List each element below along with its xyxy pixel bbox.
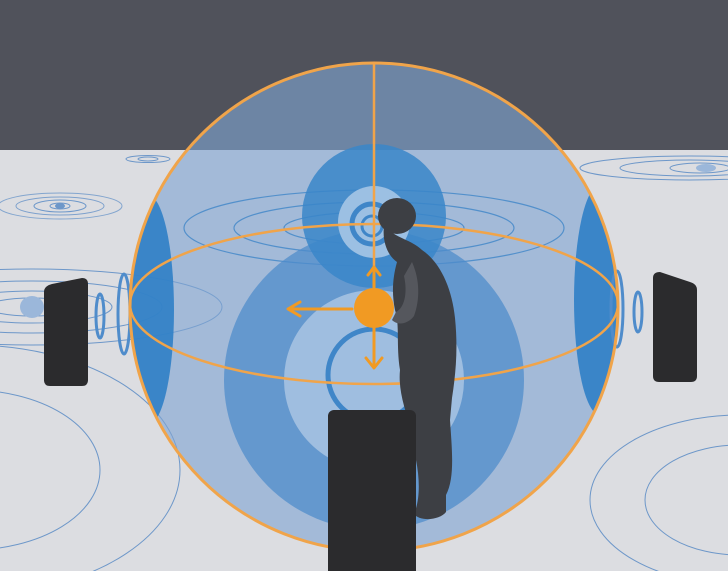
ripple-dot [696, 164, 716, 172]
center-speaker [328, 410, 416, 571]
left-speaker [44, 278, 88, 386]
ripple-dot [55, 203, 65, 209]
ripple-dot [20, 296, 44, 318]
sound-source-dot [354, 288, 394, 328]
right-speaker [653, 272, 697, 382]
